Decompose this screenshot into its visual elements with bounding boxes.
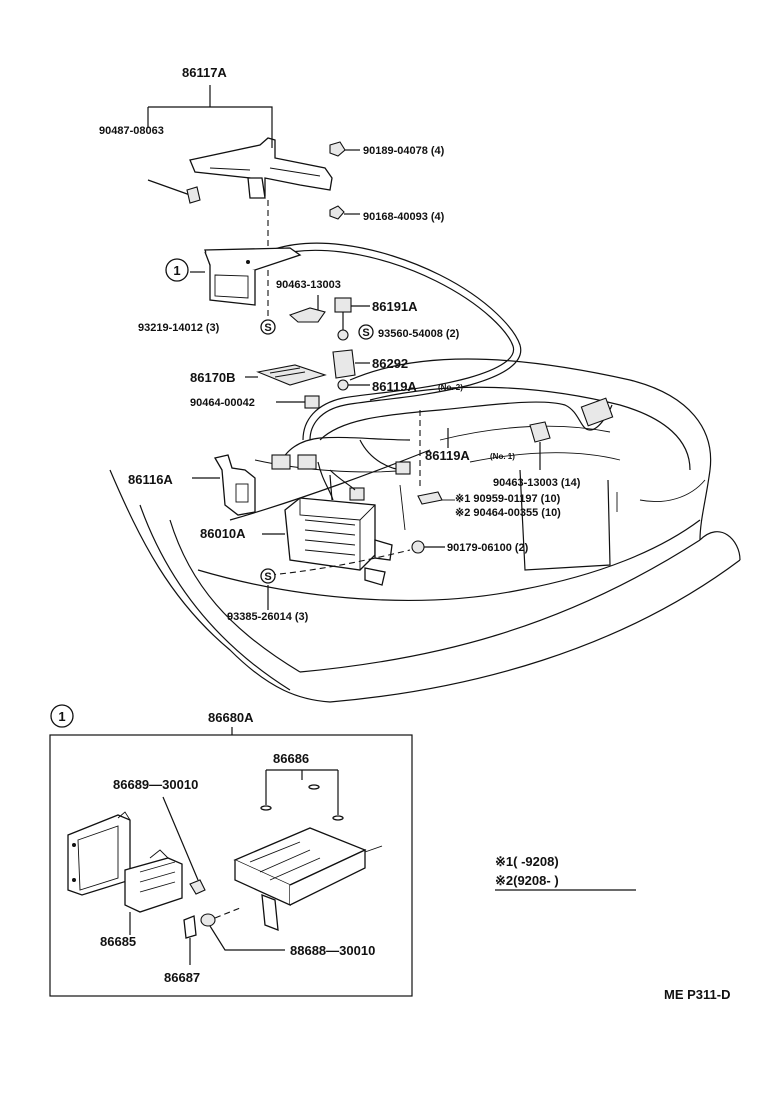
label-86119A-no2: 86119A <box>372 379 417 394</box>
radio-bracket <box>190 247 302 306</box>
car-body-outline <box>109 358 741 703</box>
bracket-86117A <box>147 85 333 204</box>
label-90463-13003-14: 90463-13003 (14) <box>493 477 581 489</box>
nut-90189 <box>329 141 360 157</box>
amplifier-86010A <box>262 474 393 586</box>
label-86010A: 86010A <box>200 526 246 541</box>
screw-90487 <box>186 186 201 204</box>
connector-a <box>271 454 291 470</box>
svg-text:1: 1 <box>58 709 65 724</box>
label-90464-00355: ※2 90464-00355 (10) <box>455 507 561 519</box>
label-86119A-no1-sub: (No. 1) <box>490 452 515 461</box>
label-86292: 86292 <box>372 356 408 371</box>
svg-text:S: S <box>264 322 271 334</box>
inset-screw-86689 <box>189 879 206 895</box>
label-86689-30010: 86689—30010 <box>113 777 198 792</box>
note-line-1: ※1( -9208) <box>495 854 559 869</box>
label-93560-54008: 93560-54008 (2) <box>378 328 460 340</box>
s-callout-93560: S <box>358 324 374 340</box>
label-90463-13003: 90463-13003 <box>276 279 341 291</box>
label-86119A-no2-sub: (No. 2) <box>438 383 463 392</box>
bracket-86116A <box>192 454 256 516</box>
label-86687: 86687 <box>164 970 200 985</box>
label-90189-04078: 90189-04078 (4) <box>363 145 445 157</box>
inset-grommet-88688 <box>200 907 285 951</box>
inset-clip-86687 <box>183 915 197 965</box>
part-86119A-no2 <box>337 379 370 391</box>
label-86680A: 86680A <box>208 710 254 725</box>
label-90168-40093: 90168-40093 (4) <box>363 211 445 223</box>
grommet-90463 <box>529 421 551 470</box>
s-callout-93385: S <box>260 568 276 584</box>
inset-main-unit <box>233 827 383 931</box>
svg-text:S: S <box>362 327 369 339</box>
part-86191A <box>334 297 370 341</box>
inset-mount-bracket <box>67 811 131 896</box>
label-86686: 86686 <box>273 751 309 766</box>
label-86117A: 86117A <box>182 65 227 80</box>
note-line-2: ※2(9208- ) <box>495 873 559 888</box>
label-90487-08063: 90487-08063 <box>99 125 164 137</box>
s-callout-93219: S <box>260 319 276 335</box>
svg-text:1: 1 <box>173 263 180 278</box>
label-90464-00042: 90464-00042 <box>190 397 255 409</box>
clip-90463 <box>288 295 326 323</box>
label-86170B: 86170B <box>190 370 236 385</box>
inset-box <box>49 734 413 997</box>
bolt-90168 <box>329 205 360 220</box>
part-86292 <box>332 349 370 379</box>
clip-90959 <box>417 491 443 505</box>
connector-c <box>395 461 411 475</box>
label-90179-06100: 90179-06100 (2) <box>447 542 529 554</box>
clip-90464 <box>304 395 320 409</box>
label-93385-26014: 93385-26014 (3) <box>227 611 309 623</box>
connector-d <box>349 487 365 501</box>
callout-circle-1: 1 <box>165 258 189 282</box>
nut-90179 <box>411 540 445 554</box>
label-86191A: 86191A <box>372 299 418 314</box>
connector-b <box>297 454 317 470</box>
label-86116A: 86116A <box>128 472 173 487</box>
label-90959-01197: ※1 90959-01197 (10) <box>455 493 561 505</box>
cable-connector <box>580 397 614 427</box>
label-88688-30010: 88688—30010 <box>290 943 375 958</box>
label-86119A-no1: 86119A <box>425 448 470 463</box>
plate-86170B <box>256 364 327 386</box>
label-86685: 86685 <box>100 934 136 949</box>
inset-callout: 1 <box>50 704 74 728</box>
label-93219-14012: 93219-14012 (3) <box>138 322 220 334</box>
svg-text:S: S <box>264 571 271 583</box>
inset-board-86685 <box>124 849 183 913</box>
page-code: ME P311-D <box>664 987 730 1002</box>
